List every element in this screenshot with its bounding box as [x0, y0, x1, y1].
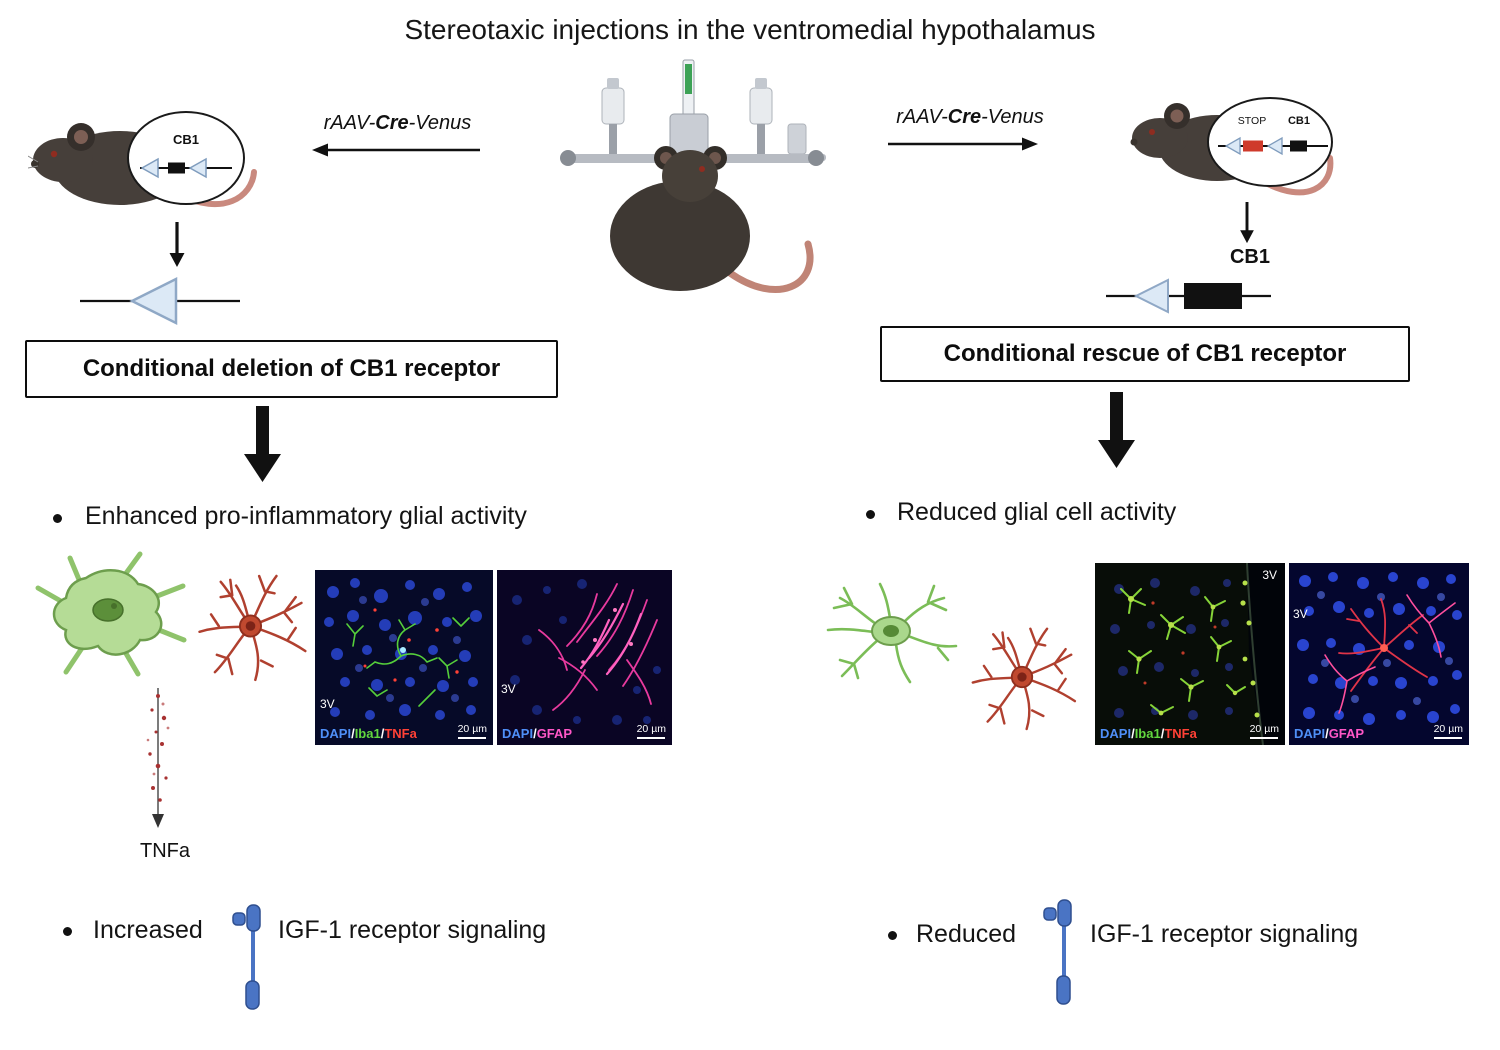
microglia-cell-illustration — [816, 572, 966, 690]
scale-label: 20 µm — [1433, 722, 1463, 735]
right-injection-arrow — [888, 137, 1038, 151]
stain-separator: / — [533, 726, 537, 741]
loxp-site-icon — [1224, 136, 1241, 156]
scale-bar: 20 µm — [457, 722, 487, 739]
third-ventricle-label: 3V — [1293, 607, 1308, 621]
igf1-receptor-icon — [1042, 898, 1082, 1006]
loxp-site-icon — [1133, 278, 1169, 314]
right-igf-prefix: Reduced — [916, 920, 1017, 948]
micrograph-image — [1289, 563, 1469, 745]
vector-label-cre: Cre — [947, 106, 982, 128]
third-ventricle-label: 3V — [501, 682, 516, 696]
stop-cassette-box — [1243, 140, 1263, 152]
stain-tnfa: TNFa — [384, 726, 417, 741]
stain-dapi: DAPI — [320, 726, 352, 741]
micrograph-iba1-rescue: 3V DAPI/Iba1/TNFa 20 µm — [1095, 563, 1285, 745]
stain-iba1: Iba1 — [354, 726, 381, 741]
bullet-dot — [53, 514, 62, 523]
loxp-site-icon — [140, 157, 159, 179]
scale-bar: 20 µm — [1433, 722, 1463, 739]
stain-tnfa: TNFa — [1164, 726, 1197, 741]
stain-separator: / — [380, 726, 385, 741]
rescued-allele-construct — [1106, 278, 1271, 314]
vector-label-post: -Venus — [408, 112, 472, 134]
left-vector-label: rAAV-Cre-Venus — [310, 112, 485, 135]
igf1-receptor-icon — [231, 903, 271, 1011]
stain-legend: DAPI/Iba1/TNFa — [1100, 726, 1197, 741]
scale-bar-line — [1250, 736, 1279, 739]
stain-dapi: DAPI — [502, 726, 534, 741]
stain-legend: DAPI/GFAP — [1294, 726, 1364, 741]
diagram-title: Stereotaxic injections in the ventromedi… — [404, 14, 1096, 45]
stain-separator: / — [1325, 726, 1329, 741]
stain-separator: / — [351, 726, 355, 741]
astrocyte-cell-illustration — [188, 556, 313, 696]
tnfa-release-label: TNFa — [140, 840, 190, 862]
scale-label: 20 µm — [636, 722, 666, 735]
left-igf-suffix: IGF-1 receptor signaling — [278, 916, 547, 944]
rescue-outcome-box: Conditional rescue of CB1 receptor — [880, 326, 1410, 382]
stain-iba1: Iba1 — [1134, 726, 1161, 741]
left-glial-activity-bullet: Enhanced pro-inflammatory glial activity — [85, 502, 527, 530]
loxp-site-icon — [1266, 136, 1283, 156]
stereotaxic-apparatus-illustration — [560, 59, 826, 293]
deleted-allele-construct — [80, 276, 240, 326]
floxed-gene-label: CB1 — [1288, 115, 1310, 127]
stain-gfap: GFAP — [1328, 726, 1365, 741]
big-down-arrow-icon — [244, 406, 281, 482]
down-arrow-icon — [169, 222, 185, 267]
cb1-gene-box — [1184, 283, 1242, 309]
micrograph-image — [497, 570, 672, 745]
microglia-cell-illustration — [28, 546, 193, 681]
deletion-outcome-box: Conditional deletion of CB1 receptor — [25, 340, 558, 398]
scale-label: 20 µm — [1249, 722, 1279, 735]
micrograph-gfap-deletion: 3V DAPI/GFAP 20 µm — [497, 570, 672, 745]
down-arrow-icon — [1240, 202, 1254, 244]
cb1-gene-box — [168, 162, 185, 174]
scale-bar: 20 µm — [1249, 722, 1279, 739]
stain-separator: / — [1131, 726, 1135, 741]
left-igf-prefix: Increased — [93, 916, 203, 944]
third-ventricle-label: 3V — [1262, 568, 1277, 582]
loxp-site-icon — [188, 157, 207, 179]
floxed-gene-label: CB1 — [173, 132, 199, 147]
vector-label-cre: Cre — [375, 112, 409, 134]
scale-bar-line — [1434, 736, 1463, 739]
right-glial-activity-bullet: Reduced glial cell activity — [897, 498, 1177, 526]
cb1-gene-box — [1290, 140, 1307, 152]
right-igf-suffix: IGF-1 receptor signaling — [1090, 920, 1359, 948]
micrograph-gfap-rescue: 3V DAPI/GFAP 20 µm — [1289, 563, 1469, 745]
right-vector-label: rAAV-Cre-Venus — [890, 106, 1050, 129]
vector-label-pre: rAAV- — [323, 112, 376, 134]
vector-label-post: -Venus — [981, 106, 1044, 128]
micrograph-image — [315, 570, 493, 745]
vector-label-pre: rAAV- — [896, 106, 948, 128]
scale-bar-line — [637, 736, 666, 739]
stain-legend: DAPI/GFAP — [502, 726, 572, 741]
bullet-dot — [63, 927, 72, 936]
rescued-gene-heading: CB1 — [1229, 246, 1270, 268]
stain-dapi: DAPI — [1294, 726, 1326, 741]
astrocyte-cell-illustration — [952, 612, 1092, 742]
scale-bar: 20 µm — [636, 722, 666, 739]
bullet-dot — [888, 931, 897, 940]
stain-gfap: GFAP — [536, 726, 573, 741]
big-down-arrow-icon — [1098, 392, 1135, 468]
floxed-cb1-mouse-illustration: CB1 — [28, 111, 257, 207]
stain-separator: / — [1160, 726, 1165, 741]
scale-label: 20 µm — [457, 722, 487, 735]
left-injection-arrow — [312, 143, 480, 157]
third-ventricle-label: 3V — [320, 697, 335, 711]
bullet-dot — [866, 510, 875, 519]
stop-flox-mouse-illustration: STOP CB1 — [1130, 97, 1334, 196]
tnfa-release-arrow — [146, 688, 170, 828]
stain-legend: DAPI/Iba1/TNFa — [320, 726, 417, 741]
micrograph-iba1-deletion: 3V DAPI/Iba1/TNFa 20 µm — [315, 570, 493, 745]
scale-bar-line — [458, 736, 487, 739]
stain-dapi: DAPI — [1100, 726, 1132, 741]
stop-cassette-label: STOP — [1238, 115, 1266, 127]
loxp-site-icon — [129, 276, 178, 326]
micrograph-image — [1095, 563, 1285, 745]
